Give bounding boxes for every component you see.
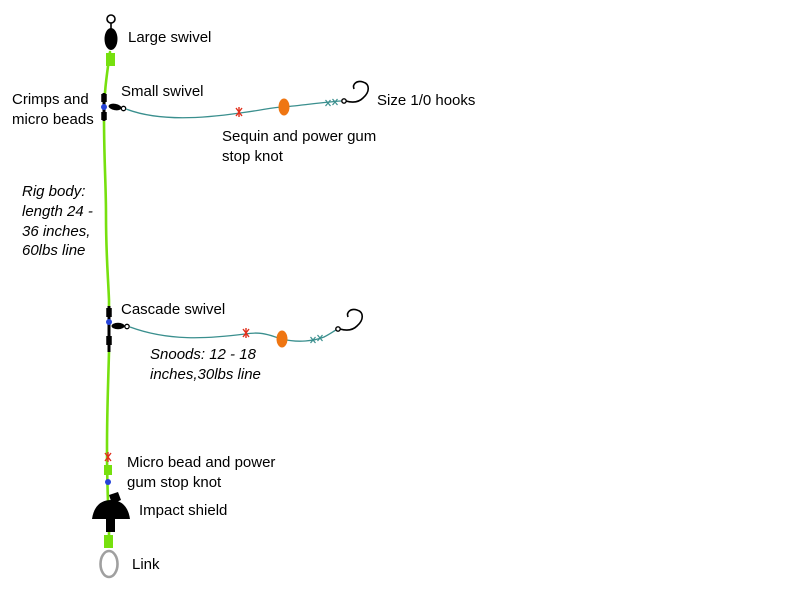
- small-swivel: [108, 103, 122, 111]
- sequin-bead-bottom: [276, 330, 288, 348]
- link-clip: [99, 549, 119, 579]
- micro-bead: [106, 319, 112, 325]
- micro-bead: [105, 479, 111, 485]
- small-swivel-junction: [101, 93, 127, 121]
- hook-top: [340, 80, 370, 104]
- micro-bead-stop-knot-label: Micro bead and power gum stop knot: [127, 454, 276, 491]
- large-swivel: [104, 14, 118, 50]
- snood-crimp: [324, 99, 332, 107]
- small-swivel-label: Small swivel: [121, 83, 204, 100]
- top-snood-line: [125, 100, 342, 119]
- sequin-bead-top: [278, 98, 290, 116]
- large-swivel-label: Large swivel: [128, 29, 212, 46]
- cascade-swivel-junction: [106, 306, 130, 352]
- crimp: [104, 465, 112, 475]
- rig-body-label: Rig body: length 24 - 36 inches, 60lbs l…: [22, 183, 93, 260]
- hook-bottom: [334, 308, 364, 333]
- crimp-bottom: [104, 535, 113, 548]
- cascade-swivel: [111, 322, 125, 330]
- crimps-micro-beads-label: Crimps and micro beads: [12, 91, 94, 128]
- bottom-snood-line: [129, 326, 337, 342]
- hooks-label: Size 1/0 hooks: [377, 92, 476, 109]
- link-label: Link: [132, 556, 160, 573]
- snoods-label: Snoods: 12 - 18 inches,30lbs line: [150, 346, 261, 383]
- micro-bead: [101, 104, 107, 110]
- impact-shield-label: Impact shield: [139, 502, 228, 519]
- sequin-stop-knot-label: Sequin and power gum stop knot: [222, 128, 377, 165]
- lower-stop-knot-cluster: [104, 451, 112, 485]
- stop-knot-top: [235, 106, 243, 118]
- impact-shield: [92, 492, 130, 532]
- cascade-swivel-label: Cascade swivel: [121, 301, 226, 318]
- crimp-top: [106, 53, 115, 66]
